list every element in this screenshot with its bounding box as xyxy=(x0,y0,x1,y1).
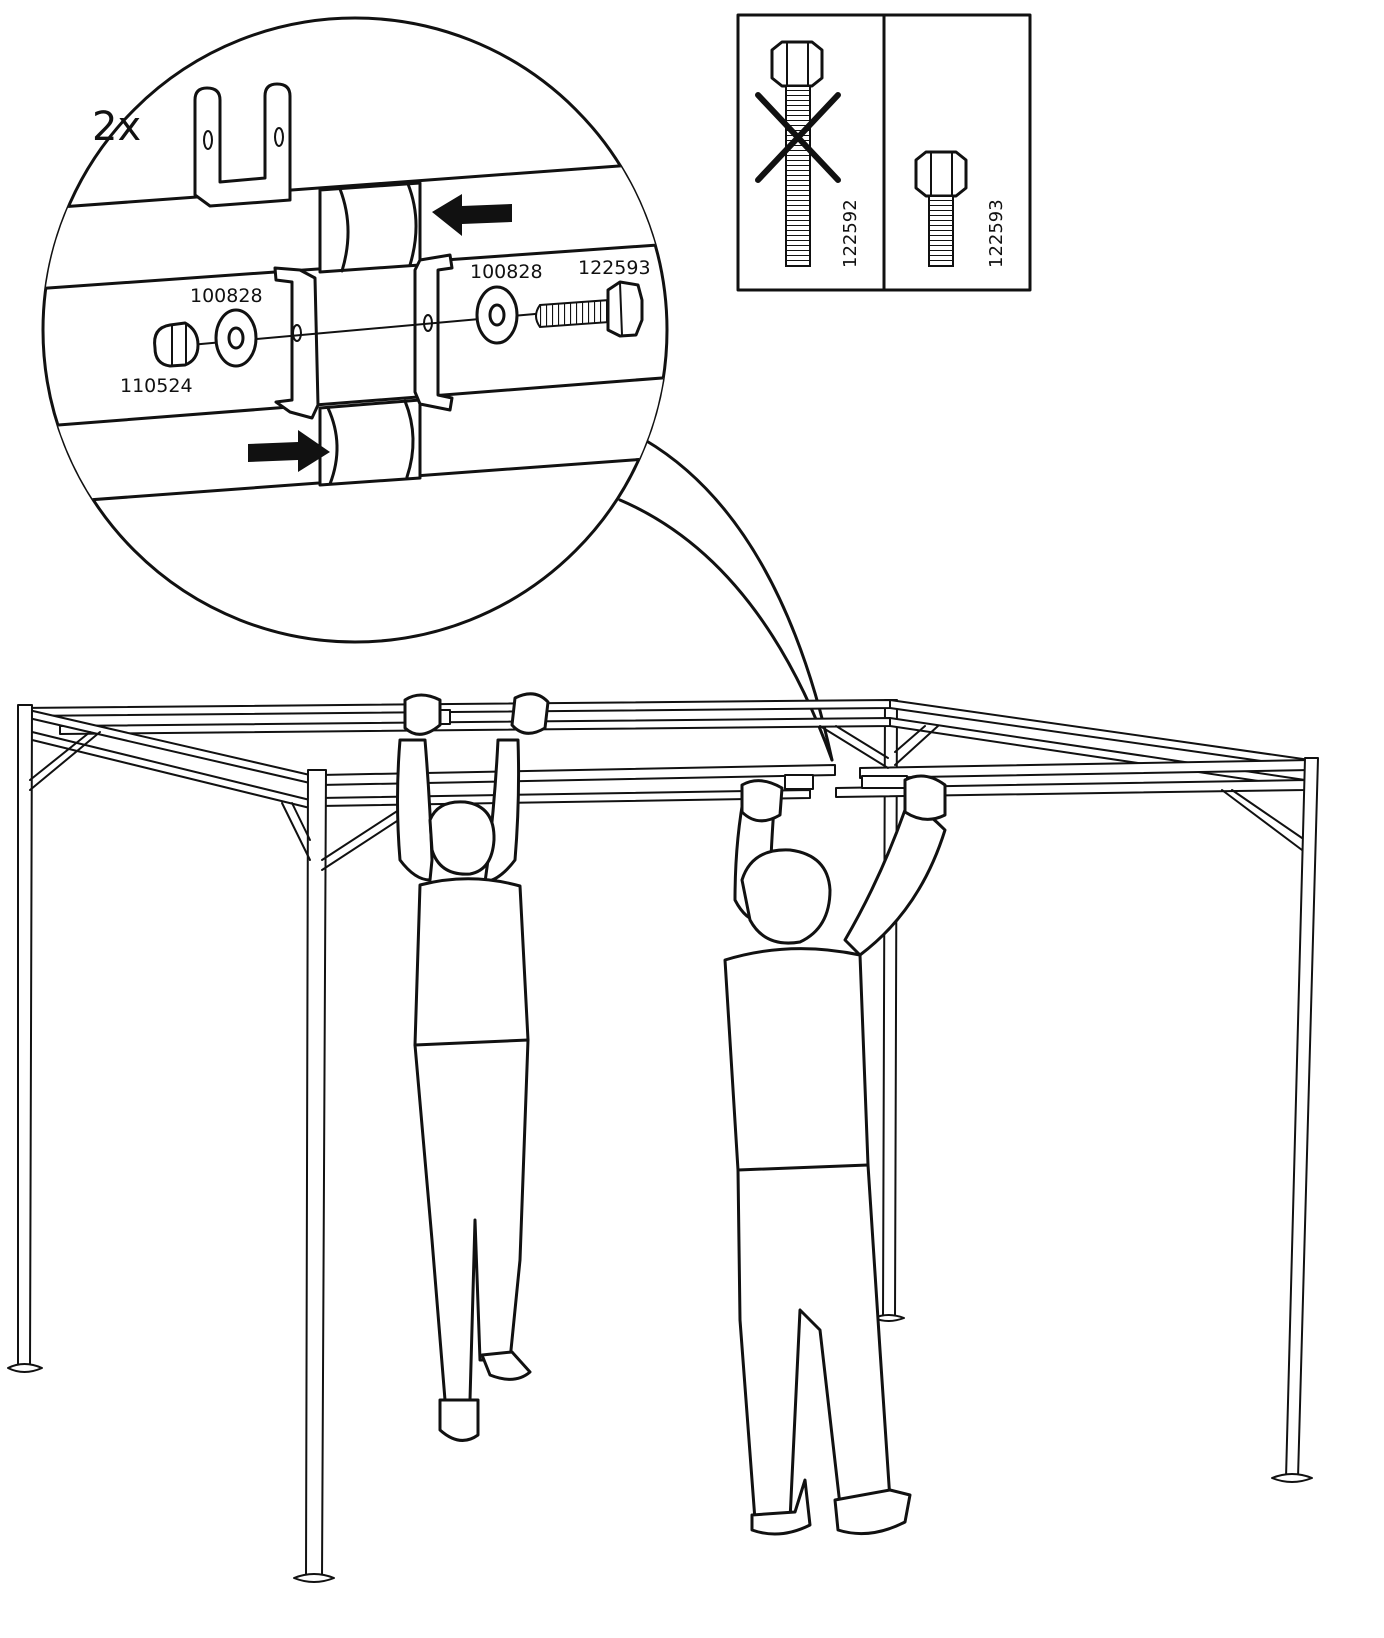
leg-back-left xyxy=(17,704,33,1369)
brace-back-left xyxy=(29,731,101,791)
detail-callout: 2x 100828 110524 100828 122593 xyxy=(41,16,834,762)
man-head xyxy=(740,848,832,945)
joint-plate-front-left xyxy=(784,774,814,790)
lower-tube xyxy=(43,373,667,507)
callout-pointer-upper xyxy=(643,438,834,762)
leg-front-left xyxy=(305,769,327,1579)
right-bolt-label: 122593 xyxy=(986,199,1007,268)
label-washer-right: 100828 xyxy=(470,261,543,283)
person-woman xyxy=(396,692,550,1442)
woman-right-foot xyxy=(480,1350,532,1381)
arrow-left-icon xyxy=(432,194,512,236)
beam-back-inner xyxy=(59,717,891,735)
right-washer xyxy=(475,285,519,345)
short-bolt-icon xyxy=(914,150,968,267)
leg-front-right xyxy=(1285,757,1319,1479)
brace-front-right xyxy=(1221,789,1303,851)
joint-plate-front-right xyxy=(861,775,908,789)
man-legs xyxy=(736,1163,892,1522)
woman-left-arm xyxy=(396,738,434,882)
label-bolt: 122593 xyxy=(578,257,651,279)
left-channel-bracket xyxy=(273,266,320,420)
woman-left-hand xyxy=(403,693,442,736)
man-right-foot xyxy=(833,1488,912,1536)
man-left-hand xyxy=(740,779,784,823)
beam-back-outer xyxy=(19,699,891,717)
person-man xyxy=(723,774,947,1536)
woman-left-foot xyxy=(438,1398,480,1442)
label-washer-left: 100828 xyxy=(190,285,263,307)
beam-front-left-inner xyxy=(319,789,811,807)
gazebo-frame xyxy=(7,699,1319,1583)
man-right-hand xyxy=(903,774,947,821)
long-bolt-icon xyxy=(770,40,824,267)
brace-back-right-b xyxy=(894,725,939,766)
upper-tube xyxy=(43,158,667,292)
cap-nut xyxy=(153,321,200,368)
brace-front-left-a xyxy=(281,802,311,861)
man-torso xyxy=(723,947,870,1176)
label-nut: 110524 xyxy=(120,375,193,397)
top-clevis-bracket xyxy=(193,82,292,208)
arrow-right-icon xyxy=(248,430,330,472)
wrong-bolt-label: 122592 xyxy=(840,199,861,268)
cross-out-icon xyxy=(755,92,841,183)
man-left-foot xyxy=(750,1478,812,1536)
brace-back-right-a xyxy=(819,725,889,769)
quantity-label: 2x xyxy=(92,104,141,150)
woman-right-hand xyxy=(510,692,550,735)
woman-torso xyxy=(413,877,530,1051)
woman-legs xyxy=(413,1038,530,1402)
woman-head xyxy=(428,800,496,876)
bolt-horizontal xyxy=(535,280,644,338)
left-washer xyxy=(214,308,258,368)
bolt-comparison-panel: 122592 122593 xyxy=(736,13,1032,292)
man-right-arm xyxy=(843,798,947,957)
callout-pointer-lower xyxy=(618,498,834,762)
